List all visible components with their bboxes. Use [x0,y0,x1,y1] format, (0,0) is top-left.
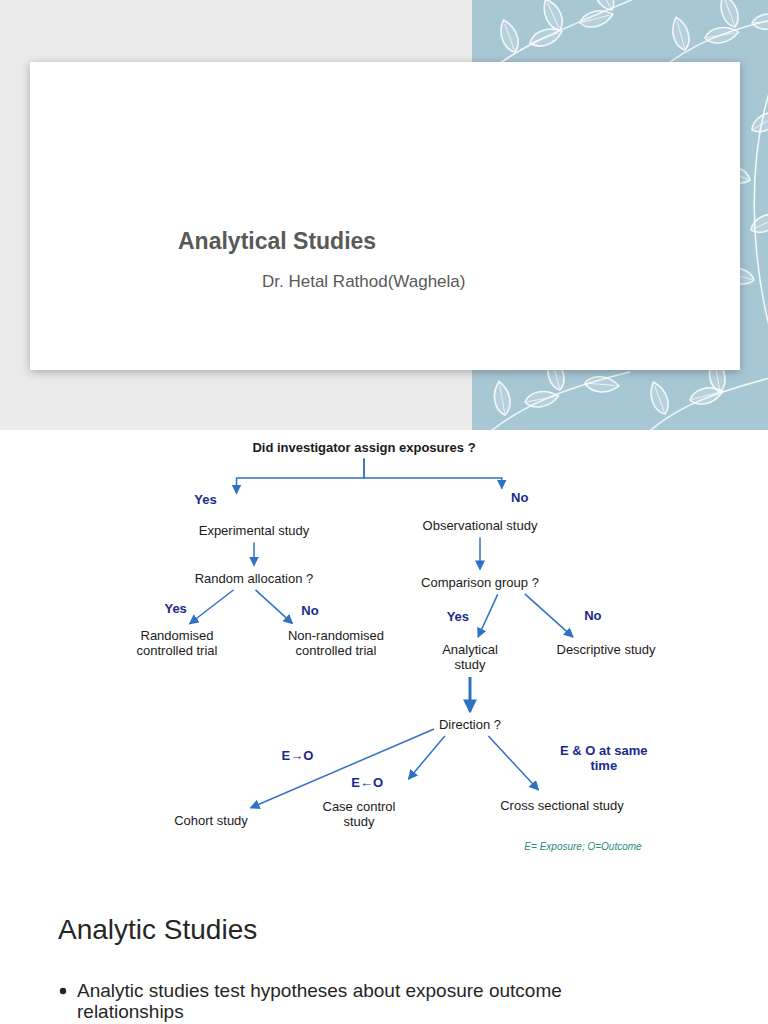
flow-arrow [190,590,234,624]
title-card [30,62,740,370]
flow-step: Did investigator assign exposures ? [249,437,478,458]
flow-step: Experimental study [196,520,313,541]
slide-title: Analytical Studies [178,228,376,255]
step-text: Comparison group ? [421,575,539,590]
edge-label: E & O at same time [547,743,661,773]
key-note: E= Exposure; O=Outcome [524,841,641,852]
flow-step: Non-randomised controlled trial [276,625,396,661]
step-text: Observational study [423,518,538,533]
flow-arrow [237,459,364,494]
flow-arrow [255,590,292,624]
edge-label: Yes [192,492,218,507]
edge-label: E←O [349,775,385,790]
step-text: Analytical study [437,642,503,672]
step-text: Case control study [318,799,400,829]
flow-step: Direction ? [436,714,504,735]
flow-step: Observational study [420,515,541,536]
flow-step: Case control study [315,796,403,832]
slide-ground [0,0,768,430]
flow-arrow [525,594,573,637]
flow-step: Descriptive study [554,639,659,660]
flow-step: Comparison group ? [418,572,542,593]
flow-arrow [253,543,255,566]
edge-label: Yes [162,601,188,616]
step-text: Descriptive study [557,642,656,657]
flow-arrow [479,538,481,570]
flow-step: Random allocation ? [192,568,317,589]
edge-label: No [299,603,320,618]
edge-label: Yes [445,609,471,624]
bullet-text: Analytic studies test hypotheses about e… [77,980,637,1022]
author-name: Dr. Hetal Rathod(Waghela) [262,272,465,292]
step-text: Cross sectional study [500,798,624,813]
flow-arrow [251,729,435,808]
step-text: Non-randomised controlled trial [279,628,393,658]
step-text: Cohort study [174,813,248,828]
flow-arrow [408,736,444,779]
edge-label: E→O [279,748,315,763]
flow-step: Cohort study [171,810,251,831]
flow-step: Randomised controlled trial [122,625,232,661]
step-text: Direction ? [439,717,501,732]
flow-arrow [468,677,471,712]
flow-step: Cross sectional study [497,795,627,816]
section-heading: Analytic Studies [58,914,257,946]
step-text: Did investigator assign exposures ? [252,440,475,455]
bullet-dot [60,988,66,994]
flow-arrow [364,459,502,489]
step-text: Experimental study [199,523,310,538]
step-text: Random allocation ? [195,571,314,586]
flow-arrow [488,736,538,790]
edge-label: No [509,490,530,505]
flow-arrow [478,594,498,637]
flow-step: Analytical study [434,639,506,675]
edge-label: No [582,608,603,623]
step-text: Randomised controlled trial [125,628,229,658]
